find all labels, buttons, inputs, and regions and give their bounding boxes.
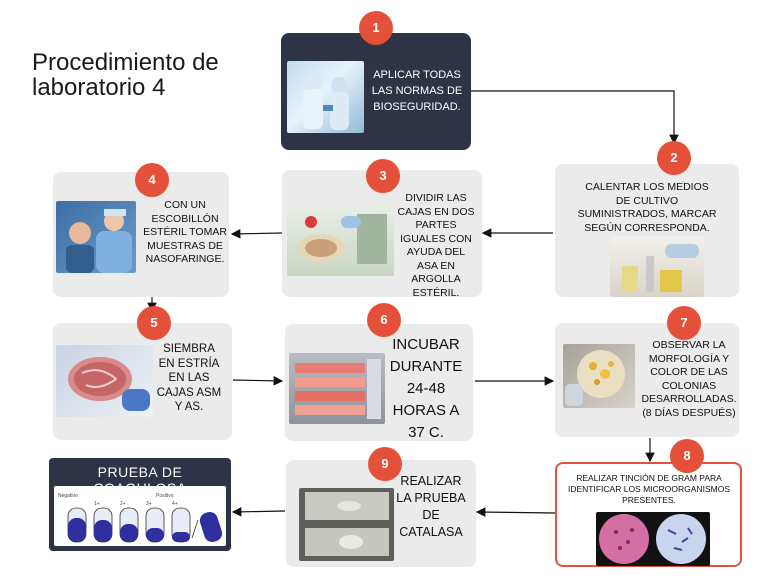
step-7-card: OBSERVAR LA MORFOLOGÍA Y COLOR DE LAS CO…	[555, 323, 739, 437]
biosafety-photo	[287, 61, 364, 133]
nasopharynx-swab-photo	[56, 201, 136, 273]
step-3-card: DIVIDIR LAS CAJAS EN DOS PARTES IGUALES …	[282, 170, 482, 299]
step-3-text: DIVIDIR LAS CAJAS EN DOS PARTES IGUALES …	[397, 192, 475, 299]
arrow-3-to-4	[230, 229, 283, 239]
step-5-badge: 5	[137, 306, 171, 340]
step-5-card: SIEMBRA EN ESTRÍA EN LAS CAJAS ASM Y AS.	[53, 323, 232, 440]
step-7-badge: 7	[667, 306, 701, 340]
step-9-text: REALIZAR LA PRUEBA DE CATALASA	[396, 474, 466, 539]
svg-text:1+: 1+	[94, 501, 100, 507]
step-8-text: REALIZAR TINCIÓN DE GRAM PARA IDENTIFICA…	[568, 473, 730, 505]
svg-text:2+: 2+	[120, 501, 126, 507]
step-2-badge: 2	[657, 141, 691, 175]
step-4-badge: 4	[135, 163, 169, 197]
svg-text:3+: 3+	[146, 501, 152, 507]
step-6-text: INCUBAR DURANTE 24-48 HORAS A 37 C.	[389, 336, 463, 441]
arrow-9-to-coag	[231, 507, 286, 517]
step-8-badge: 8	[670, 439, 704, 473]
step-6-badge: 6	[367, 303, 401, 337]
step-1-card: APLICAR TODAS LAS NORMAS DE BIOSEGURIDAD…	[281, 33, 471, 150]
step-8-card: REALIZAR TINCIÓN DE GRAM PARA IDENTIFICA…	[555, 462, 742, 567]
step-6-card: INCUBAR DURANTE 24-48 HORAS A 37 C.	[285, 324, 473, 441]
step-9-badge: 9	[368, 447, 402, 481]
arrow-8-to-9	[475, 507, 556, 517]
step-1-text: APLICAR TODAS LAS NORMAS DE BIOSEGURIDAD…	[371, 69, 463, 113]
step-4-text: CON UN ESCOBILLÓN ESTÉRIL TOMAR MUESTRAS…	[143, 199, 227, 265]
step-5-text: SIEMBRA EN ESTRÍA EN LAS CAJAS ASM Y AS.	[156, 343, 222, 413]
arrow-5-to-6	[232, 376, 284, 386]
catalase-slide-photo	[299, 488, 394, 561]
coagulase-tubes-image: Negativo Positivo 1+ 2+ 3+ 4+	[54, 486, 226, 546]
colony-plate-photo	[563, 344, 635, 408]
gram-stain-photo	[596, 512, 710, 566]
label-negativo: Negativo	[58, 493, 78, 499]
step-3-badge: 3	[366, 159, 400, 193]
petri-division-photo	[287, 204, 394, 276]
lab-heating-photo	[610, 236, 704, 297]
page-title: Procedimiento de laboratorio 4	[32, 49, 219, 101]
svg-text:4+: 4+	[172, 501, 178, 507]
coagulase-card: PRUEBA DE COAGULOSA Negativo Positivo 1+…	[49, 458, 231, 551]
incubator-photo	[289, 353, 385, 424]
arrow-1-to-2	[471, 90, 679, 145]
label-positivo: Positivo	[156, 493, 174, 499]
step-2-text: CALENTAR LOS MEDIOS DE CULTIVO SUMINISTR…	[577, 181, 717, 234]
step-1-badge: 1	[359, 11, 393, 45]
step-2-card: CALENTAR LOS MEDIOS DE CULTIVO SUMINISTR…	[555, 164, 739, 297]
step-7-text: OBSERVAR LA MORFOLOGÍA Y COLOR DE LAS CO…	[641, 339, 737, 419]
streak-plate-photo	[56, 345, 153, 417]
